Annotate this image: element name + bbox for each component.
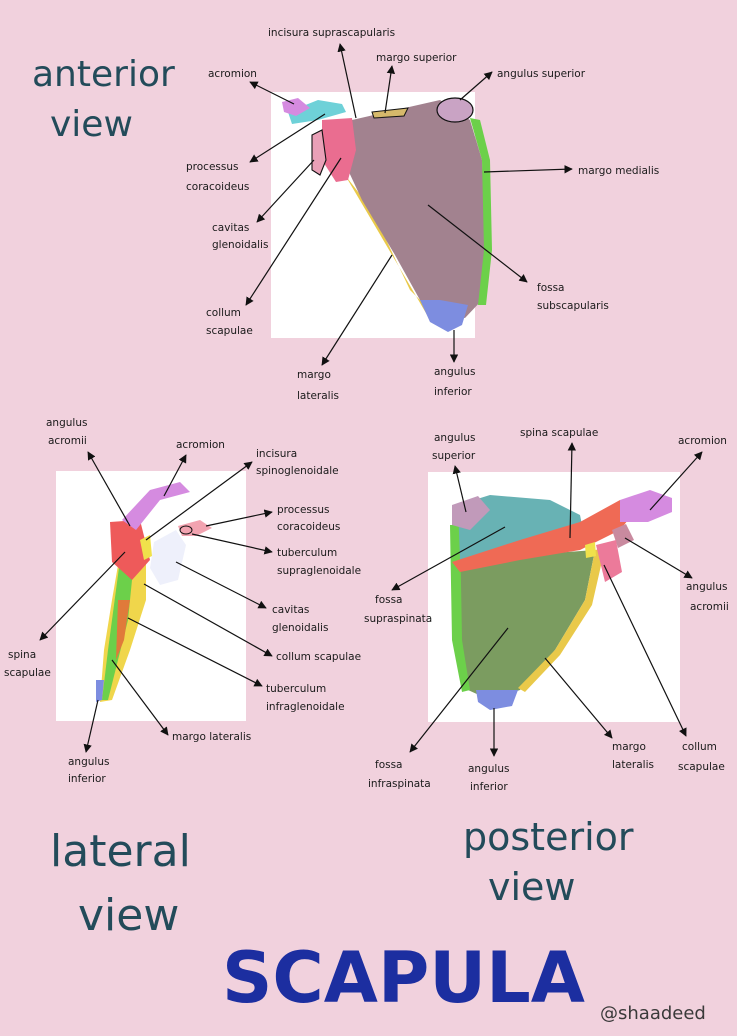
posterior-view-title-line1: posterior (463, 815, 634, 859)
label-lateral-tuberculum-supra-2: supraglenoidale (277, 565, 361, 577)
label-anterior-fossa-2: subscapularis (537, 300, 609, 312)
posterior-view: posterior view angulus superior spina sc… (364, 427, 729, 909)
label-posterior-angulus-inferior-1: angulus (468, 763, 509, 775)
label-lateral-spina-1: spina (8, 649, 36, 661)
label-anterior-cavitas-1: cavitas (212, 222, 249, 234)
label-lateral-margo-lateralis: margo lateralis (172, 731, 251, 743)
lateral-view-title-line2: view (78, 890, 179, 941)
label-posterior-collum-1: collum (682, 741, 717, 753)
label-lateral-tuberculum-infra-2: infraglenoidale (266, 701, 345, 713)
label-anterior-fossa-1: fossa (537, 282, 565, 294)
label-posterior-spina: spina scapulae (520, 427, 598, 439)
label-posterior-margo-lateralis-2: lateralis (612, 759, 654, 771)
lateral-view: lateral view angulus acromii acromion in… (4, 417, 361, 941)
label-anterior-collum-2: scapulae (206, 325, 253, 337)
main-title: SCAPULA (222, 937, 585, 1019)
label-anterior-angulus-inferior-2: inferior (434, 386, 472, 398)
label-lateral-angulus-acromii-1: angulus (46, 417, 87, 429)
label-posterior-angulus-inferior-2: inferior (470, 781, 508, 793)
label-anterior-angulus-superior: angulus superior (497, 68, 586, 80)
anterior-scapula-illustration (282, 97, 492, 332)
label-anterior-collum-1: collum (206, 307, 241, 319)
label-lateral-cavitas-2: glenoidalis (272, 622, 328, 634)
label-anterior-processus-2: coracoideus (186, 181, 249, 193)
anterior-view: anterior view incisura suprascapularis m… (32, 27, 659, 402)
label-lateral-cavitas-1: cavitas (272, 604, 309, 616)
lateral-view-title-line1: lateral (50, 826, 191, 877)
label-posterior-fossa-infra-2: infraspinata (368, 778, 431, 790)
label-posterior-fossa-supra-2: supraspinata (364, 613, 432, 625)
lateral-photo-panel (56, 471, 246, 721)
posterior-scapula-illustration (450, 490, 672, 710)
label-posterior-angulus-acromii-1: angulus (686, 581, 727, 593)
label-anterior-processus-1: processus (186, 161, 238, 173)
label-lateral-angulus-acromii-2: acromii (48, 435, 87, 447)
label-posterior-angulus-superior-1: angulus (434, 432, 475, 444)
label-posterior-angulus-superior-2: superior (432, 450, 476, 462)
label-anterior-margo-superior: margo superior (376, 52, 457, 64)
label-lateral-spina-2: scapulae (4, 667, 51, 679)
label-lateral-angulus-inferior-1: angulus (68, 756, 109, 768)
anterior-view-title-line2: view (50, 104, 133, 145)
label-lateral-incisura-2: spinoglenoidale (256, 465, 339, 477)
label-anterior-margo-lateralis-1: margo (297, 369, 331, 381)
label-lateral-tuberculum-supra-1: tuberculum (277, 547, 337, 559)
label-lateral-angulus-inferior-2: inferior (68, 773, 106, 785)
author-handle: @shaadeed (600, 1003, 706, 1024)
label-posterior-acromion: acromion (678, 435, 727, 447)
label-anterior-acromion: acromion (208, 68, 257, 80)
lateral-scapula-illustration (96, 482, 212, 702)
label-anterior-cavitas-2: glenoidalis (212, 239, 268, 251)
label-anterior-margo-medialis: margo medialis (578, 165, 659, 177)
label-anterior-angulus-inferior-1: angulus (434, 366, 475, 378)
label-posterior-fossa-supra-1: fossa (375, 594, 403, 606)
anterior-arrows (245, 43, 573, 366)
label-lateral-processus-2: coracoideus (277, 521, 340, 533)
anterior-view-title-line1: anterior (32, 54, 175, 95)
posterior-view-title-line2: view (488, 865, 576, 909)
label-posterior-margo-lateralis-1: margo (612, 741, 646, 753)
label-anterior-incisura: incisura suprascapularis (268, 27, 395, 39)
label-lateral-tuberculum-infra-1: tuberculum (266, 683, 326, 695)
posterior-arrows (391, 442, 703, 757)
label-lateral-processus-1: processus (277, 504, 329, 516)
label-posterior-fossa-infra-1: fossa (375, 759, 403, 771)
label-lateral-acromion: acromion (176, 439, 225, 451)
label-posterior-angulus-acromii-2: acromii (690, 601, 729, 613)
label-anterior-margo-lateralis-2: lateralis (297, 390, 339, 402)
label-lateral-collum: collum scapulae (276, 651, 361, 663)
label-lateral-incisura-1: incisura (256, 448, 297, 460)
label-posterior-collum-2: scapulae (678, 761, 725, 773)
lateral-arrows (39, 451, 273, 753)
